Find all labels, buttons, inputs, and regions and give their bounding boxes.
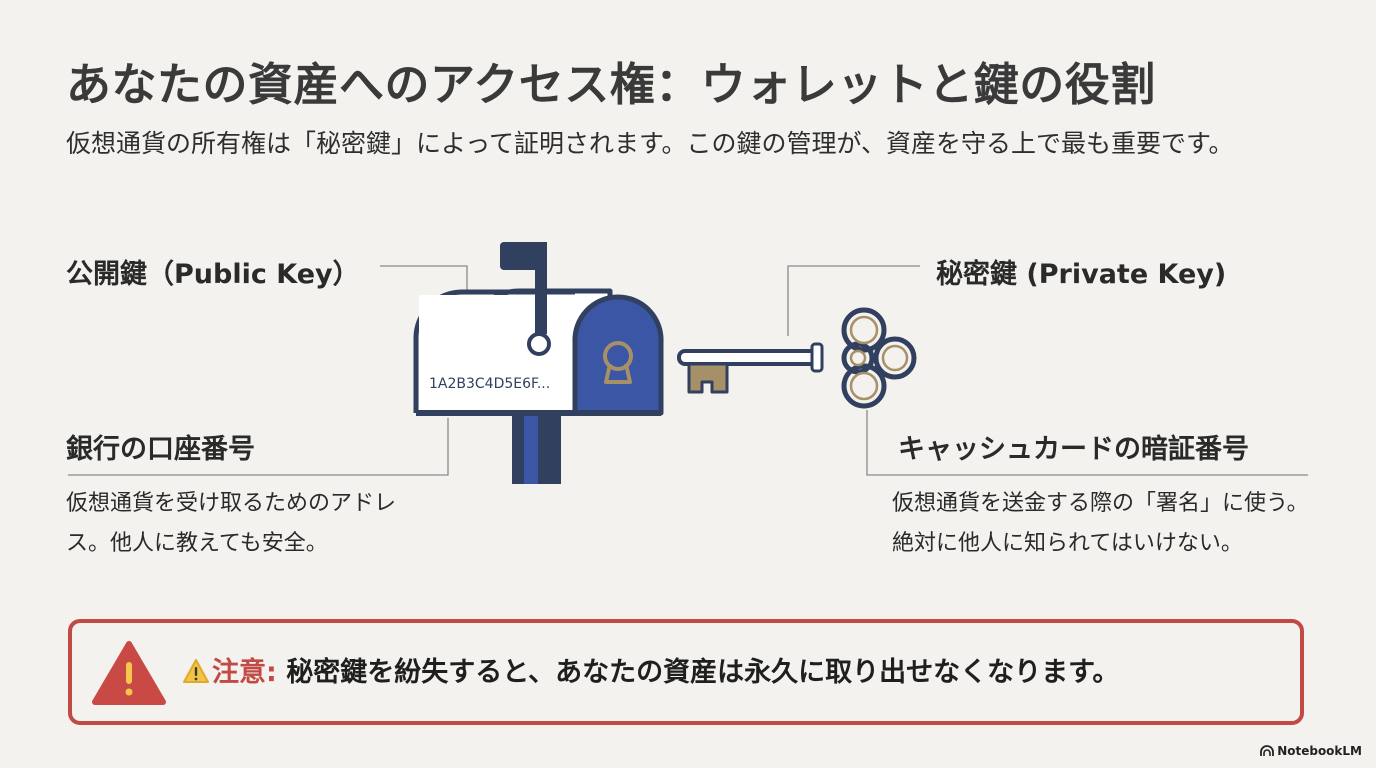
warning-label: 注意: — [212, 657, 277, 688]
warning-banner: 注意: 秘密鍵を紛失すると、あなたの資産は永久に取り出せなくなります。 — [68, 619, 1304, 725]
private-key-label: 秘密鍵 (Private Key) — [936, 259, 1227, 290]
public-key-analogy: 銀行の口座番号 — [66, 434, 255, 465]
public-key-label-connector — [380, 265, 468, 290]
page-title: あなたの資産へのアクセス権：ウォレットと鍵の役割 — [66, 58, 1156, 111]
private-key-analogy-connector — [866, 410, 1308, 476]
public-key-analogy-connector — [68, 418, 449, 476]
private-key-leader-lines — [787, 265, 1308, 476]
warning-message: 秘密鍵を紛失すると、あなたの資産は永久に取り出せなくなります。 — [286, 657, 1120, 688]
brand-name: NotebookLM — [1277, 744, 1362, 758]
key-shaft — [677, 349, 823, 366]
private-key-description: 仮想通貨を送金する際の「署名」に使う。絶対に他人に知られてはいけない。 — [892, 491, 1309, 556]
key-icon — [677, 307, 917, 409]
key-teeth — [687, 362, 729, 394]
notebooklm-logo-icon — [1260, 745, 1275, 756]
mailbox-door — [572, 294, 664, 416]
page-subtitle: 仮想通貨の所有権は「秘密鍵」によって証明されます。この鍵の管理が、資産を守る上で… — [66, 129, 1234, 158]
mailbox-flag — [500, 242, 547, 270]
warning-text: 注意: 秘密鍵を紛失すると、あなたの資産は永久に取り出せなくなります。 — [182, 650, 1119, 689]
mailbox-icon — [413, 242, 664, 484]
public-key-description: 仮想通貨を受け取るためのアドレス。他人に教えても安全。 — [66, 491, 397, 556]
public-key-address: 1A2B3C4D5E6F... — [429, 376, 550, 392]
public-key-label: 公開鍵（Public Key） — [66, 259, 360, 290]
warning-inline-icon — [183, 659, 209, 683]
private-key-label-connector — [787, 265, 920, 336]
public-key-leader-lines — [68, 265, 468, 476]
private-key-analogy: キャッシュカードの暗証番号 — [898, 434, 1249, 465]
keyhole-icon — [603, 341, 633, 384]
brand-watermark: NotebookLM — [1260, 744, 1362, 758]
warning-triangle-icon — [92, 641, 166, 705]
